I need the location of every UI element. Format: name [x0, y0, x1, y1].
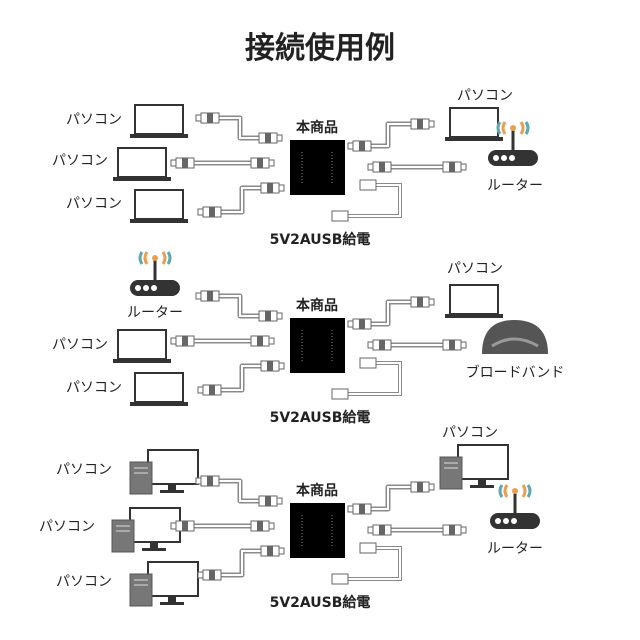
device-label: パソコン: [56, 462, 112, 478]
desktop-pc-icon: [439, 444, 509, 490]
desktop-pc-icon: [111, 507, 181, 553]
ethernet-cable: [367, 161, 467, 173]
laptop-icon: [130, 104, 188, 138]
usb-power-cable: [331, 357, 402, 400]
ethernet-cable: [367, 524, 467, 536]
ethernet-switch-product: [290, 140, 345, 195]
ethernet-cable: [170, 520, 275, 532]
laptop-icon: [113, 147, 171, 181]
ethernet-switch-product: [290, 318, 345, 373]
device-label: ルーター: [487, 541, 543, 557]
router-icon: [490, 484, 540, 529]
product-label: 本商品: [296, 482, 338, 499]
ethernet-cable: [170, 335, 275, 347]
power-label: 5V2AUSB給電: [270, 594, 371, 611]
device-label: パソコン: [66, 380, 122, 396]
usb-power-cable: [331, 179, 402, 222]
device-label: パソコン: [66, 196, 122, 212]
device-label: パソコン: [447, 261, 503, 277]
broadband-modem-icon: [482, 320, 548, 354]
ethernet-cable: [367, 339, 467, 351]
ethernet-cable: [347, 481, 435, 515]
usb-power-cable: [331, 542, 402, 585]
ethernet-cable: [170, 157, 275, 169]
ethernet-cable: [195, 475, 283, 507]
ethernet-cable: [347, 296, 435, 330]
device-label: ルーター: [487, 178, 543, 194]
device-label: パソコン: [442, 425, 498, 441]
ethernet-switch-product: [290, 503, 345, 558]
laptop-icon: [113, 329, 171, 363]
device-label: パソコン: [52, 337, 108, 353]
product-label: 本商品: [296, 297, 338, 314]
device-label: パソコン: [66, 112, 122, 128]
desktop-pc-icon: [129, 561, 199, 607]
laptop-icon: [130, 372, 188, 406]
router-icon: [488, 121, 538, 166]
ethernet-cable: [197, 545, 285, 581]
product-label: 本商品: [296, 119, 338, 136]
device-label: パソコン: [39, 519, 95, 535]
page-title: 接続使用例: [245, 31, 395, 66]
device-label: パソコン: [457, 88, 513, 104]
ethernet-cable: [195, 290, 283, 322]
ethernet-cable: [197, 360, 285, 396]
ethernet-cable: [197, 182, 285, 218]
device-label: パソコン: [56, 574, 112, 590]
power-label: 5V2AUSB給電: [270, 231, 371, 248]
device-label: ルーター: [127, 305, 183, 321]
power-label: 5V2AUSB給電: [270, 409, 371, 426]
ethernet-cable: [347, 118, 435, 152]
device-label: パソコン: [52, 153, 108, 169]
laptop-icon: [445, 107, 503, 141]
laptop-icon: [130, 189, 188, 223]
ethernet-cable: [195, 112, 283, 144]
router-icon: [130, 251, 180, 296]
desktop-pc-icon: [129, 449, 199, 495]
laptop-icon: [445, 284, 503, 318]
device-label: ブロードバンド: [466, 364, 565, 381]
